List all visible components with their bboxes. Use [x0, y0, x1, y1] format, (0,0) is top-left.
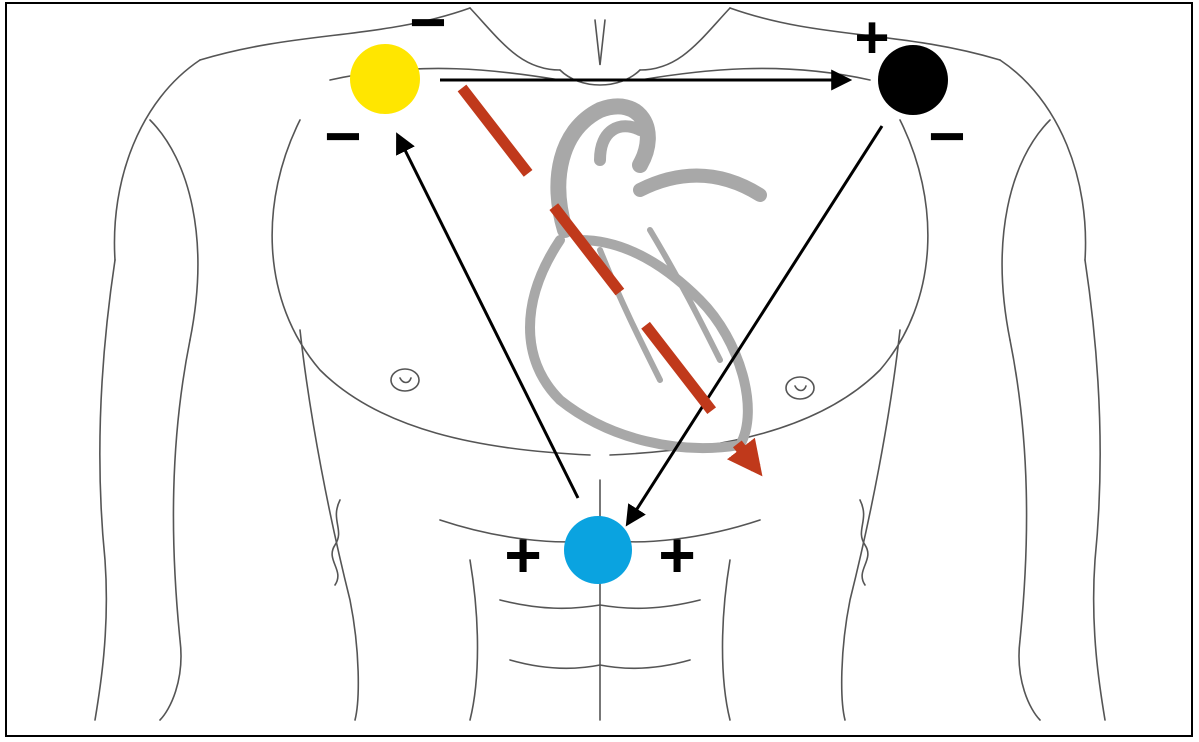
- polarity-left-arm-side: −: [928, 100, 965, 172]
- leg-electrode-dot: [564, 516, 632, 584]
- polarity-leg-right: +: [658, 519, 695, 591]
- polarity-right-arm-side: −: [324, 100, 361, 172]
- polarity-leg-left: +: [504, 519, 541, 591]
- polarity-left-arm-top: +: [854, 4, 889, 71]
- polarity-right-arm-top: −: [409, 0, 446, 58]
